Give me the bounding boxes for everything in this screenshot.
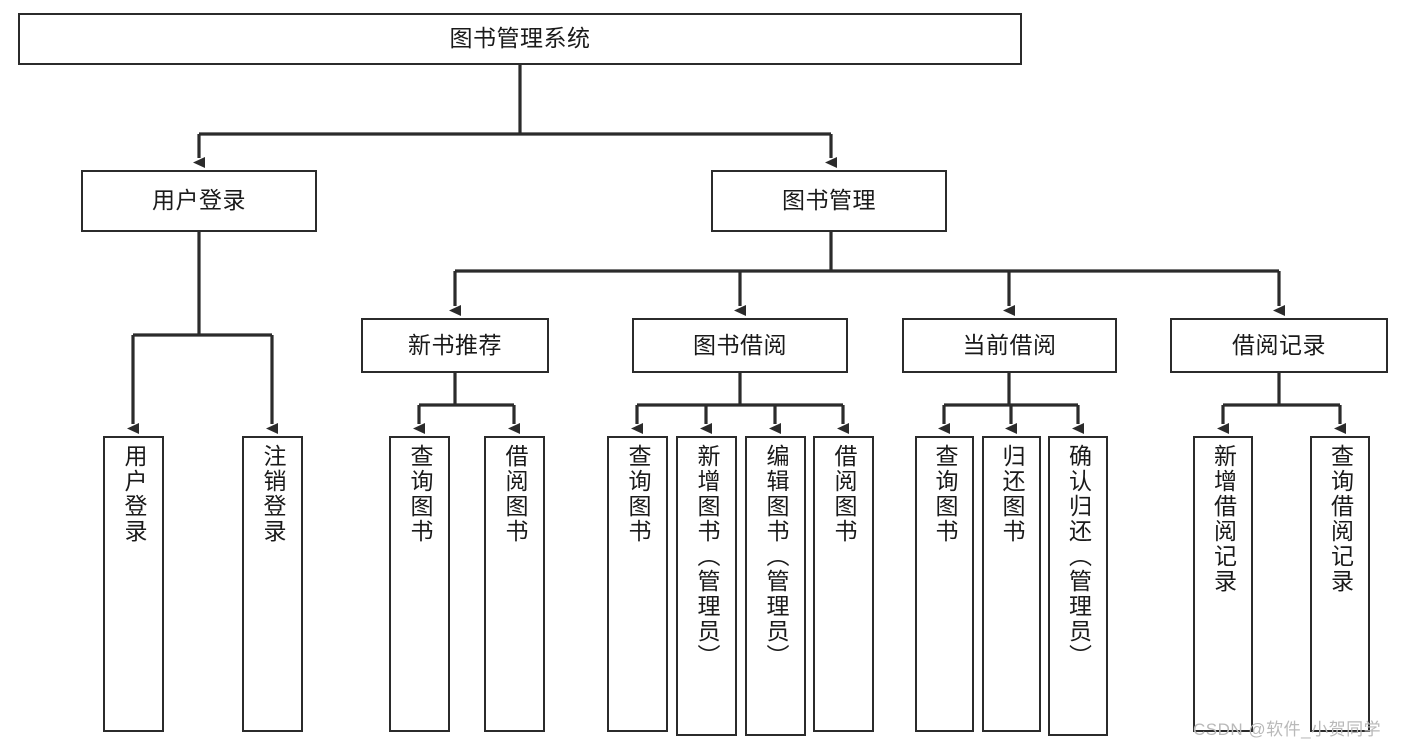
node-user-login[interactable]: 用户登录 xyxy=(81,170,317,232)
node-leaf-return-book[interactable]: 归还图书 xyxy=(982,436,1041,732)
node-leaf-query-book-3[interactable]: 查询图书 xyxy=(915,436,974,732)
node-user-login-label: 用户登录 xyxy=(152,187,246,214)
node-leaf-query-record-label: 查询借阅记录 xyxy=(1327,444,1354,594)
node-leaf-add-record[interactable]: 新增借阅记录 xyxy=(1193,436,1253,732)
node-leaf-borrow-book-1-label: 借阅图书 xyxy=(502,444,528,544)
node-new-book-rec[interactable]: 新书推荐 xyxy=(361,318,549,373)
node-leaf-confirm-return-label: 确认归还（管理员） xyxy=(1065,444,1092,669)
node-leaf-query-book-3-label: 查询图书 xyxy=(932,444,958,544)
node-leaf-user-login-label: 用户登录 xyxy=(121,444,147,544)
node-book-manage[interactable]: 图书管理 xyxy=(711,170,947,232)
node-book-borrow[interactable]: 图书借阅 xyxy=(632,318,848,373)
node-leaf-user-logout[interactable]: 注销登录 xyxy=(242,436,303,732)
node-leaf-user-login[interactable]: 用户登录 xyxy=(103,436,164,732)
node-leaf-add-book-label: 新增图书（管理员） xyxy=(694,444,720,669)
node-leaf-query-book-2-label: 查询图书 xyxy=(625,444,651,544)
node-leaf-query-record[interactable]: 查询借阅记录 xyxy=(1310,436,1370,732)
node-leaf-add-book[interactable]: 新增图书（管理员） xyxy=(676,436,737,736)
node-leaf-query-book-1-label: 查询图书 xyxy=(407,444,433,544)
node-borrow-record[interactable]: 借阅记录 xyxy=(1170,318,1388,373)
node-root[interactable]: 图书管理系统 xyxy=(18,13,1022,65)
node-leaf-edit-book-label: 编辑图书（管理员） xyxy=(763,444,789,669)
node-leaf-add-record-label: 新增借阅记录 xyxy=(1210,444,1237,594)
node-leaf-borrow-book-2[interactable]: 借阅图书 xyxy=(813,436,874,732)
node-leaf-borrow-book-1[interactable]: 借阅图书 xyxy=(484,436,545,732)
node-leaf-edit-book[interactable]: 编辑图书（管理员） xyxy=(745,436,806,736)
node-leaf-user-logout-label: 注销登录 xyxy=(260,444,286,544)
csdn-watermark: CSDN @软件_小贺同学 xyxy=(1193,720,1382,739)
node-new-book-rec-label: 新书推荐 xyxy=(408,331,502,358)
node-leaf-query-book-1[interactable]: 查询图书 xyxy=(389,436,450,732)
node-root-label: 图书管理系统 xyxy=(449,25,591,52)
node-leaf-return-book-label: 归还图书 xyxy=(999,444,1025,544)
node-leaf-confirm-return[interactable]: 确认归还（管理员） xyxy=(1048,436,1108,736)
node-book-borrow-label: 图书借阅 xyxy=(693,331,787,358)
node-current-borrow-label: 当前借阅 xyxy=(962,331,1057,358)
node-leaf-borrow-book-2-label: 借阅图书 xyxy=(831,444,857,544)
node-leaf-query-book-2[interactable]: 查询图书 xyxy=(607,436,668,732)
node-book-manage-label: 图书管理 xyxy=(782,187,876,214)
node-borrow-record-label: 借阅记录 xyxy=(1232,331,1326,358)
node-current-borrow[interactable]: 当前借阅 xyxy=(902,318,1117,373)
